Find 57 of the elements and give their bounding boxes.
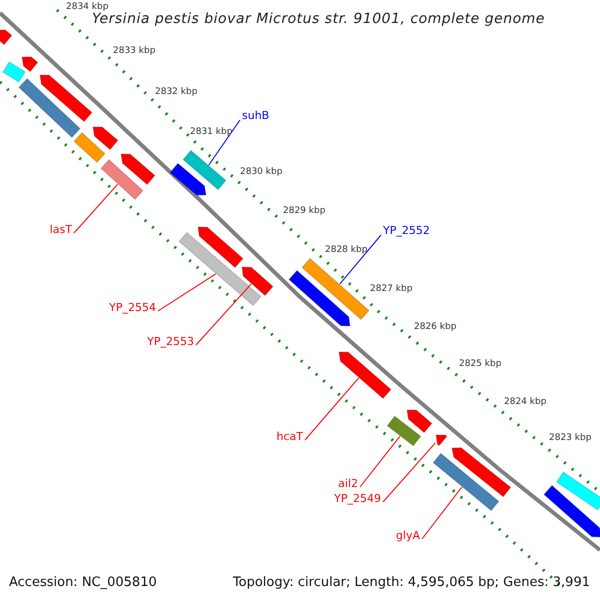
leader-line xyxy=(304,377,360,440)
tick-label: 2827 kbp xyxy=(370,284,412,295)
gene-feature xyxy=(182,150,227,190)
gene-feature xyxy=(178,232,262,306)
gene-label: ail2 xyxy=(338,477,358,490)
accession-text: Accession: NC_005810 xyxy=(9,574,157,592)
tick-label: 2832 kbp xyxy=(155,87,198,98)
gene-label: YP_2549 xyxy=(334,492,381,505)
gene-feature xyxy=(73,132,106,164)
leader-line xyxy=(382,442,436,502)
gene-label: suhB xyxy=(242,109,270,122)
gene-feature xyxy=(2,61,26,83)
tick-label: 2831 kbp xyxy=(190,127,232,138)
gene-feature xyxy=(301,258,370,320)
gene-label: YP_2554 xyxy=(109,301,156,314)
gene-label: lasT xyxy=(50,223,72,236)
gene-label: hcaT xyxy=(276,430,303,443)
tick-label: 2823 kbp xyxy=(549,433,592,444)
gene-feature xyxy=(120,154,156,186)
gene-label: glyA xyxy=(396,529,420,542)
tick-label: 2828 kbp xyxy=(325,245,368,256)
tick-label: 2834 kbp xyxy=(66,2,108,12)
leader-line xyxy=(158,273,216,312)
gene-feature xyxy=(0,29,12,46)
gene-label: YP_2552 xyxy=(383,224,430,237)
leader-line xyxy=(74,184,118,234)
gene-feature xyxy=(386,416,422,446)
gene-feature xyxy=(406,410,433,434)
gene-feature xyxy=(18,78,81,138)
leader-line xyxy=(196,283,252,346)
genome-stats-text: Topology: circular; Length: 4,595,065 bp; Genes: 3,991 xyxy=(232,574,590,592)
gene-feature xyxy=(100,158,144,200)
tick-label: 2830 kbp xyxy=(240,167,282,178)
leader-line xyxy=(339,234,382,285)
gene-feature xyxy=(169,162,207,196)
tick-label: 2826 kbp xyxy=(414,322,456,333)
gene-feature xyxy=(39,74,93,122)
gene-feature xyxy=(21,56,38,72)
tick-label: 2829 kbp xyxy=(283,206,326,217)
gene-feature xyxy=(338,352,392,400)
tick-label: 2824 kbp xyxy=(504,397,546,408)
title: Yersinia pestis biovar Microtus str. 91001, complete genome xyxy=(92,11,545,29)
leader-line xyxy=(360,436,400,488)
gene-feature xyxy=(92,126,119,150)
gene-feature xyxy=(197,226,244,268)
gene-feature xyxy=(288,270,351,327)
gene-feature xyxy=(435,434,448,446)
gene-feature xyxy=(543,484,600,538)
gene-feature xyxy=(556,471,600,511)
leader-line xyxy=(208,120,240,166)
gene-feature xyxy=(451,447,512,498)
gene-label: YP_2553 xyxy=(147,335,194,348)
tick-label: 2825 kbp xyxy=(459,359,502,370)
gene-feature xyxy=(241,266,274,296)
tick-label: 2833 kbp xyxy=(113,46,156,57)
gene-feature xyxy=(432,452,500,512)
leader-line xyxy=(422,486,462,540)
